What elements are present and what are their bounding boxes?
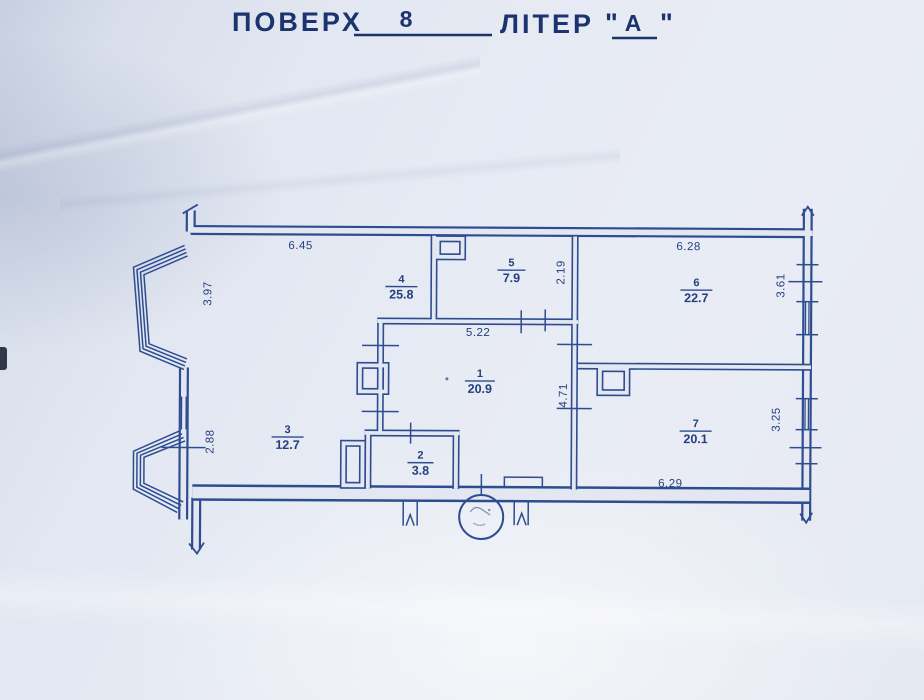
dim-room6-width: 6.28 <box>676 241 700 253</box>
room-4-label: 4 25.8 <box>385 274 418 302</box>
room-number: 5 <box>508 257 514 269</box>
title-floor-label: ПОВЕРХ <box>232 7 363 37</box>
dimension-ticks <box>161 263 823 465</box>
room-number: 7 <box>693 418 699 430</box>
room-area: 20.9 <box>468 382 492 396</box>
dim-left-upper: 3.97 <box>202 281 214 305</box>
room-number: 2 <box>417 450 423 462</box>
room-area: 20.1 <box>683 432 707 446</box>
dim-room5-height: 2.19 <box>555 260 567 284</box>
room-number: 3 <box>285 424 291 436</box>
floor-value: 8 <box>400 6 413 32</box>
ink-dot <box>445 377 449 381</box>
room-1-label: 1 20.9 <box>464 368 495 396</box>
exterior-bottom-wall <box>192 486 810 502</box>
room-area: 12.7 <box>275 438 299 452</box>
open-quote: " <box>605 8 621 38</box>
room-area: 7.9 <box>503 271 520 285</box>
interior-walls <box>339 235 811 490</box>
stamp-circle <box>458 494 505 541</box>
room-6-label: 6 22.7 <box>680 277 713 305</box>
title-letter-label: ЛІТЕР <box>500 9 594 39</box>
room-area: 22.7 <box>684 291 708 305</box>
interior-walls <box>341 235 811 490</box>
room-area: 25.8 <box>389 288 413 302</box>
bottom-wall-features <box>402 474 544 526</box>
room-number: 6 <box>693 277 699 289</box>
dim-room6-height: 3.61 <box>775 273 787 297</box>
dim-room7-width: 6.29 <box>658 478 682 490</box>
letter-value: А <box>625 10 642 36</box>
room-7-label: 7 20.1 <box>679 418 712 446</box>
dim-left-lower: 2.88 <box>205 429 217 453</box>
photo-edge-artifact <box>0 347 7 370</box>
room-3-label: 3 12.7 <box>271 424 304 452</box>
bay-window-upper <box>132 244 188 371</box>
dim-top-wall: 6.45 <box>288 240 312 252</box>
dim-room1-width: 5.22 <box>466 327 490 339</box>
room-number: 1 <box>477 368 483 380</box>
close-quote: " <box>660 8 676 38</box>
window-glazing-lines <box>180 301 810 430</box>
wall-break-marks <box>182 203 815 556</box>
dimension-labels: 6.45 5.22 6.28 6.29 3.97 2.88 2.19 4.71 … <box>202 240 787 490</box>
dim-room7-height: 3.25 <box>771 407 783 431</box>
room-number: 4 <box>398 274 405 286</box>
room-2-label: 2 3.8 <box>407 450 434 478</box>
title-block: ПОВЕРХ 8 ЛІТЕР " А " <box>232 6 676 40</box>
dim-room1-height: 4.71 <box>558 383 570 407</box>
room-5-label: 5 7.9 <box>497 257 526 285</box>
bay-window-lower <box>132 429 186 514</box>
room-area: 3.8 <box>412 464 429 478</box>
